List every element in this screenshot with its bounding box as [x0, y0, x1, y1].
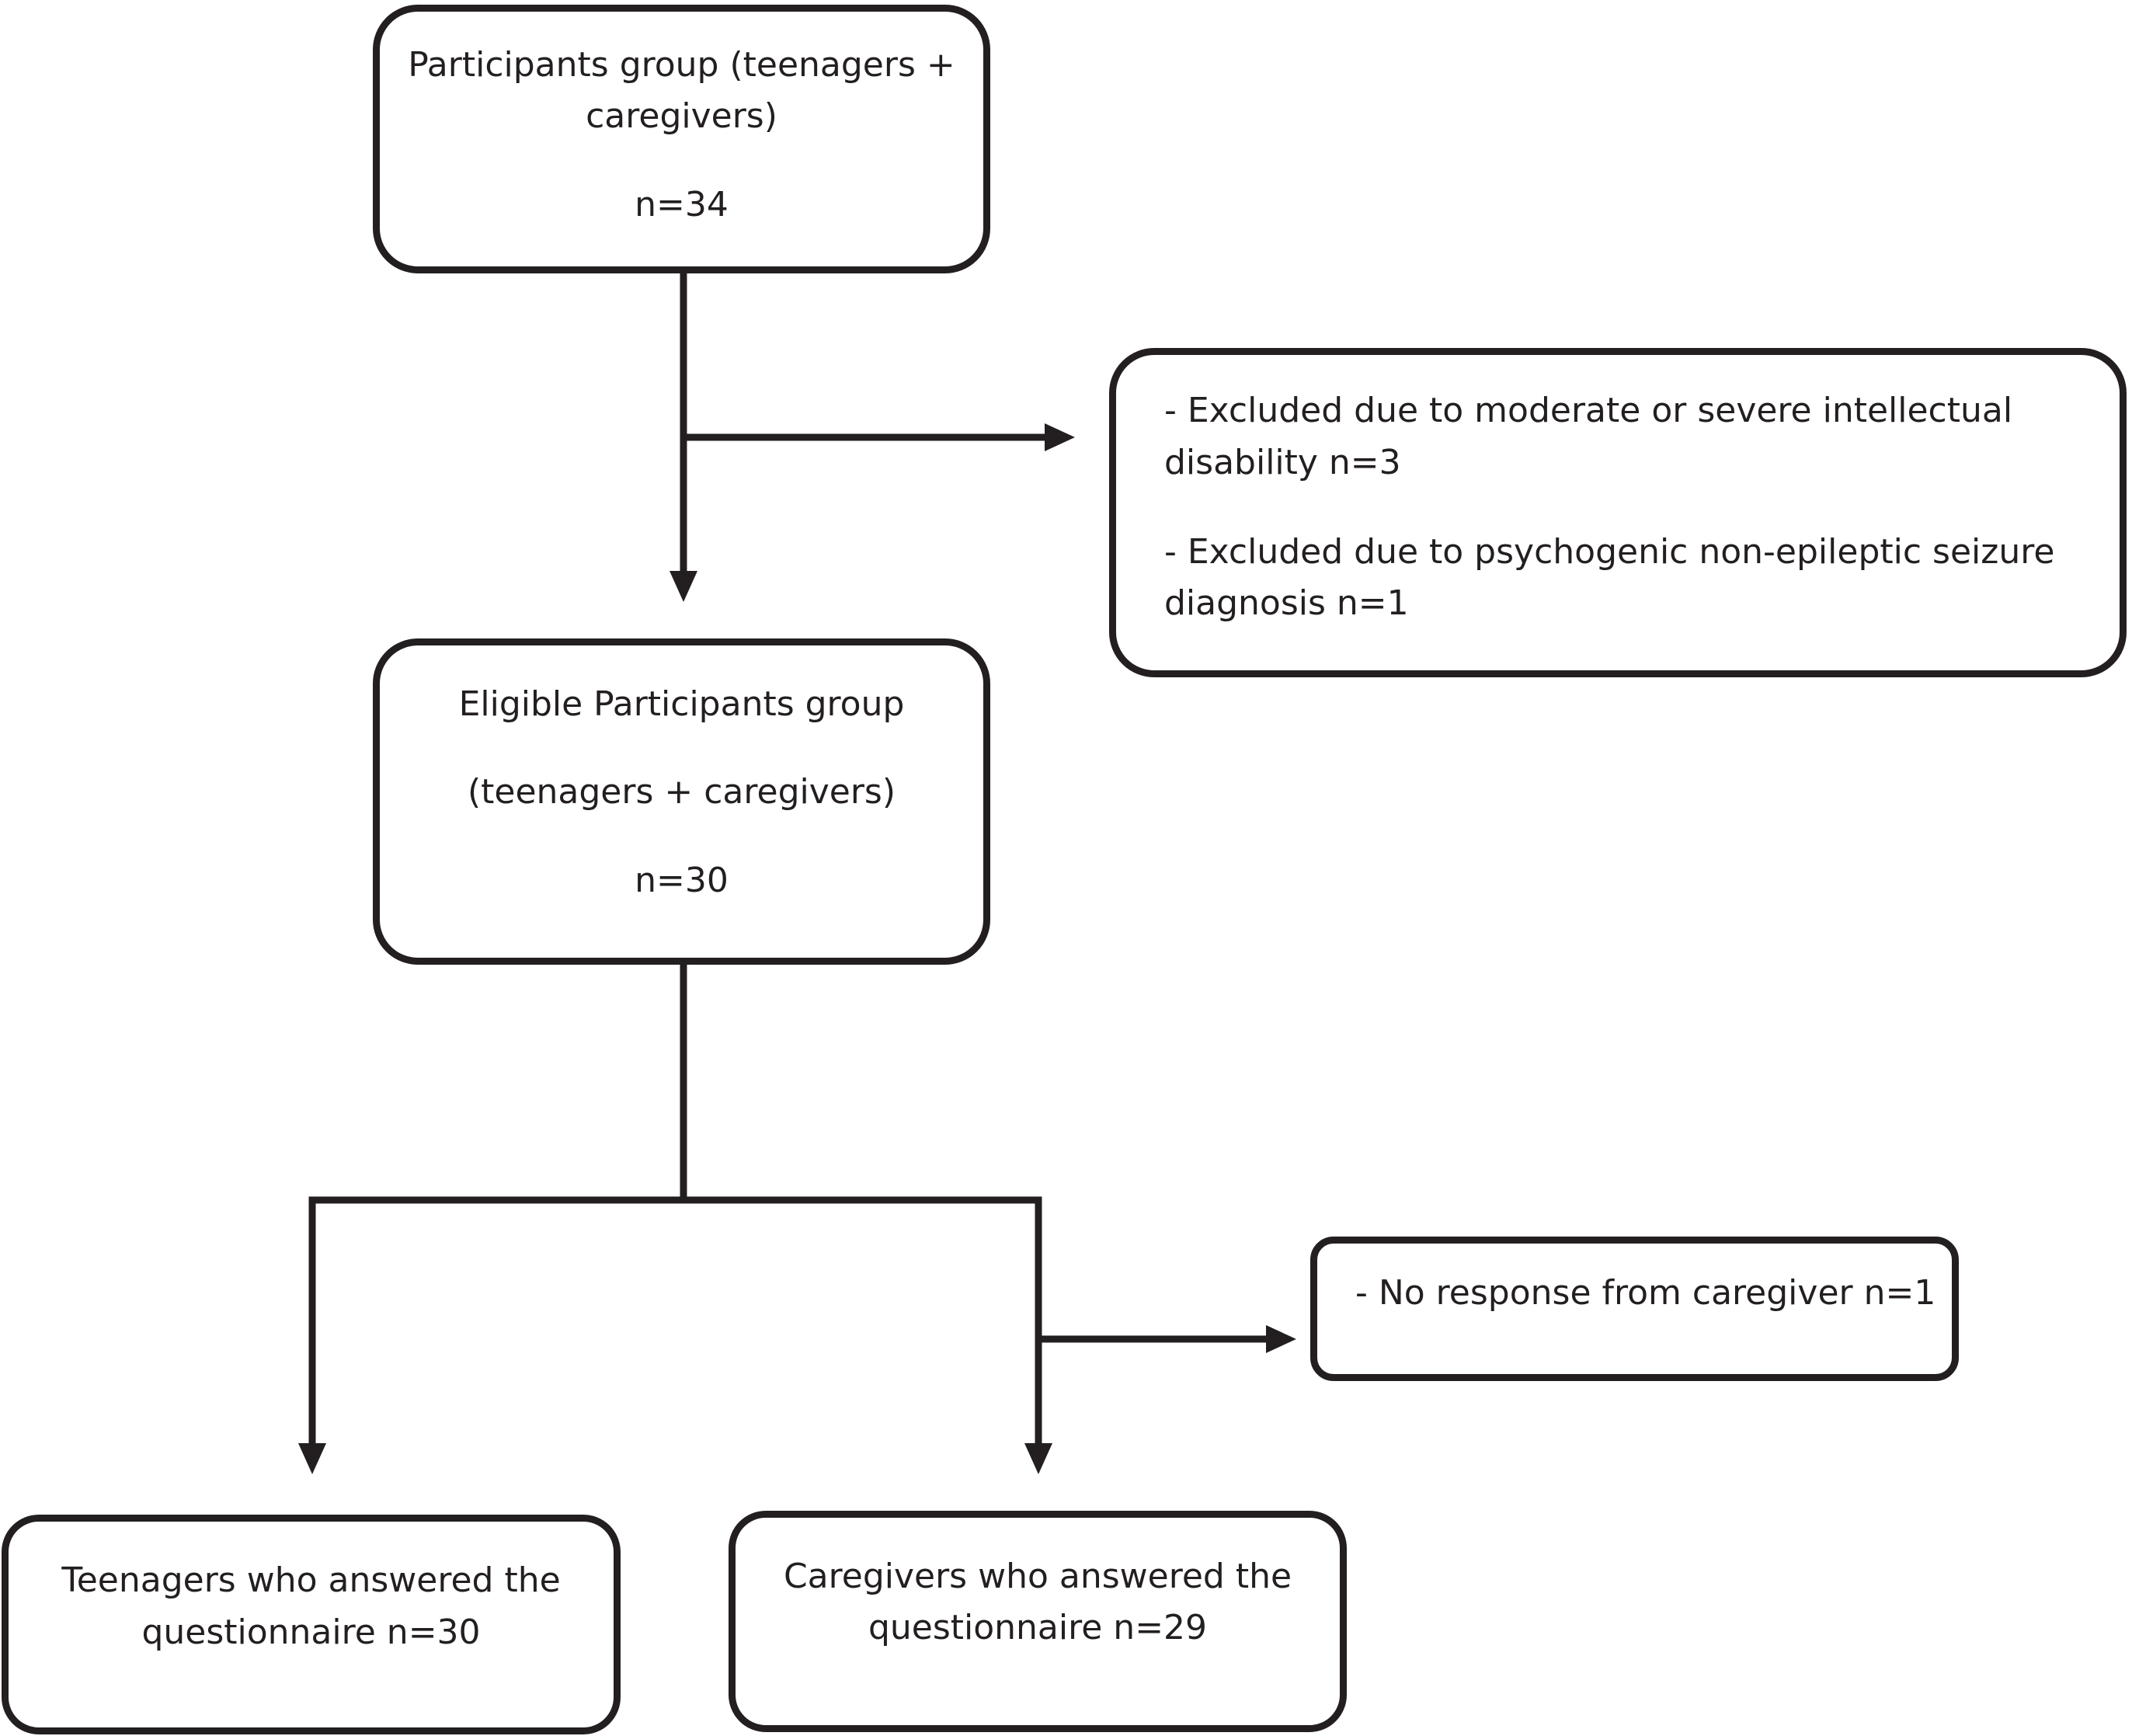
no-response-box — [1310, 1237, 1959, 1381]
eligible-count: n=30 — [635, 861, 729, 900]
eligible-participants-box — [373, 638, 990, 965]
eligible-line-1: Eligible Participants group — [458, 684, 905, 724]
excluded-box — [1109, 348, 2127, 677]
arrowhead-teenagers — [298, 1443, 326, 1474]
no-response-line: - No response from caregiver n=1 — [1355, 1273, 1936, 1313]
caregivers-box — [729, 1511, 1347, 1732]
connector-split-left — [308, 1196, 687, 1447]
excluded-item-2-line-1: - Excluded due to psychogenic non-epilep… — [1164, 532, 2055, 572]
participants-line-1: Participants group (teenagers + — [408, 45, 955, 85]
arrowhead-excluded — [1045, 423, 1075, 451]
teenagers-box — [2, 1515, 621, 1734]
arrowhead-no-response — [1266, 1325, 1296, 1353]
caregivers-line-2: questionnaire n=29 — [868, 1608, 1208, 1647]
excluded-item-2-line-2: diagnosis n=1 — [1164, 583, 1409, 623]
participants-group-box — [373, 5, 990, 273]
teenagers-line-2: questionnaire n=30 — [141, 1612, 481, 1652]
teenagers-line-1: Teenagers who answered the — [61, 1560, 561, 1600]
arrowhead-caregivers — [1024, 1443, 1052, 1474]
eligible-line-2: (teenagers + caregivers) — [467, 772, 896, 812]
participants-count: n=34 — [635, 185, 729, 224]
arrowhead-eligible — [670, 571, 697, 602]
excluded-item-1-line-1: - Excluded due to moderate or severe int… — [1164, 391, 2013, 430]
caregivers-line-1: Caregivers who answered the — [783, 1557, 1292, 1596]
connector-split-right — [680, 1196, 1042, 1447]
participants-line-2: caregivers) — [586, 96, 777, 136]
excluded-item-1-line-2: disability n=3 — [1164, 443, 1401, 482]
